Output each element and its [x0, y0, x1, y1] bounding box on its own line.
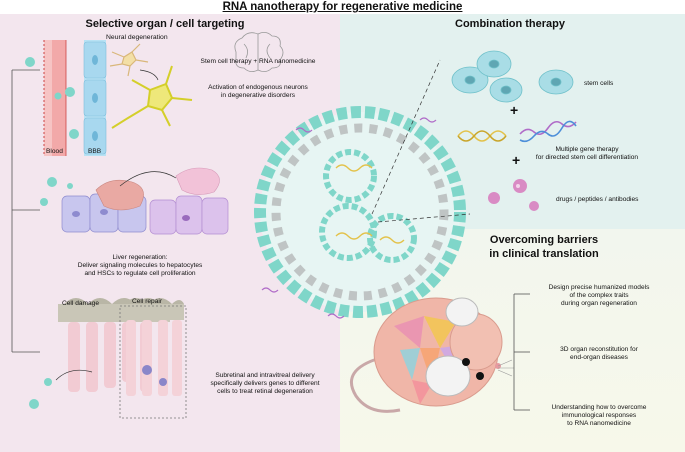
left-section-title: Selective organ / cell targeting: [85, 18, 245, 30]
mouse-illustration: [350, 297, 514, 413]
drugs-label: drugs / peptides / antibodies: [556, 196, 639, 203]
plus-sign-2: +: [512, 152, 521, 168]
retina-label-3: cells to treat retinal degeneration: [217, 388, 313, 395]
gene-therapy-label-2: for directed stem cell differentiation: [535, 154, 639, 161]
rna-helix-icon: [457, 120, 577, 143]
activation-label-2: in degenerative disorders: [220, 92, 296, 99]
barrier-2-line2: end-organ diseases: [570, 354, 628, 361]
barriers-title-line2: in clinical translation: [489, 248, 599, 260]
brain-icon: [234, 32, 284, 72]
barrier-1-line2: of the complex traits: [569, 292, 629, 299]
barrier-3-line3: to RNA nanomedicine: [567, 420, 631, 427]
cell-damage-label: Cell damage: [62, 300, 100, 307]
left-connector-lines: [11, 69, 40, 353]
arrow-neural: [139, 69, 159, 81]
cell-repair-label: Cell repair: [132, 298, 163, 305]
combination-title: Combination therapy: [455, 18, 566, 30]
neural-degeneration-label: Neural degeneration: [106, 34, 168, 41]
barrier-2-line1: 3D organ reconstitution for: [560, 346, 638, 353]
gene-therapy-label-1: Multiple gene therapy: [555, 146, 619, 153]
drug-spheres-icon: [488, 179, 539, 211]
blood-vessel: [43, 40, 67, 156]
plus-sign-1: +: [510, 102, 519, 118]
barrier-3-line1: Understanding how to overcome: [551, 404, 647, 411]
liver-label-3: and HSCs to regulate cell proliferation: [84, 270, 196, 277]
barrier-1-line3: during organ regeneration: [561, 300, 637, 307]
right-connector-lines: [513, 293, 530, 411]
retina-label-2: specifically delivers genes to different: [210, 380, 320, 387]
retina-repaired: [122, 298, 184, 396]
figure-title: RNA nanotherapy for regenerative medicin…: [222, 1, 463, 13]
bbb-label: BBB: [88, 148, 102, 155]
neuron-activated: [111, 65, 193, 129]
stem-cells-label: stem cells: [584, 80, 614, 87]
stem-cells-icon: [451, 50, 574, 103]
barrier-1-line1: Design precise humanized models: [548, 284, 650, 291]
retina-label-1: Subretinal and intravitreal delivery: [215, 372, 315, 379]
liver-cells: [61, 167, 229, 235]
liver-label-1: Liver regeneration:: [112, 254, 168, 261]
barriers-title-line1: Overcoming barriers: [489, 234, 599, 246]
liver-nanoparticles: [40, 177, 73, 206]
zoom-dashed-lines: [371, 59, 471, 223]
cell-repair-box: [119, 305, 187, 419]
bbb-cells: [83, 40, 107, 156]
retina-nanoparticles: [29, 378, 52, 409]
activation-label-1: Activation of endogenous neurons: [208, 84, 308, 91]
barriers-title: Overcoming barriers in clinical translat…: [474, 233, 614, 261]
arrow-retina: [55, 369, 93, 381]
blood-label: Blood: [46, 148, 63, 155]
blood-nanoparticles: [25, 57, 79, 139]
barrier-3-line2: immunological responses: [561, 412, 637, 419]
liver-label-2: Deliver signaling molecules to hepatocyt…: [77, 262, 203, 269]
arrow-liver: [119, 171, 177, 187]
central-nanoparticle: [254, 106, 466, 319]
neuron-degenerating: [109, 43, 149, 77]
stem-cell-rna-label: Stem cell therapy + RNA nanomedicine: [200, 58, 316, 65]
